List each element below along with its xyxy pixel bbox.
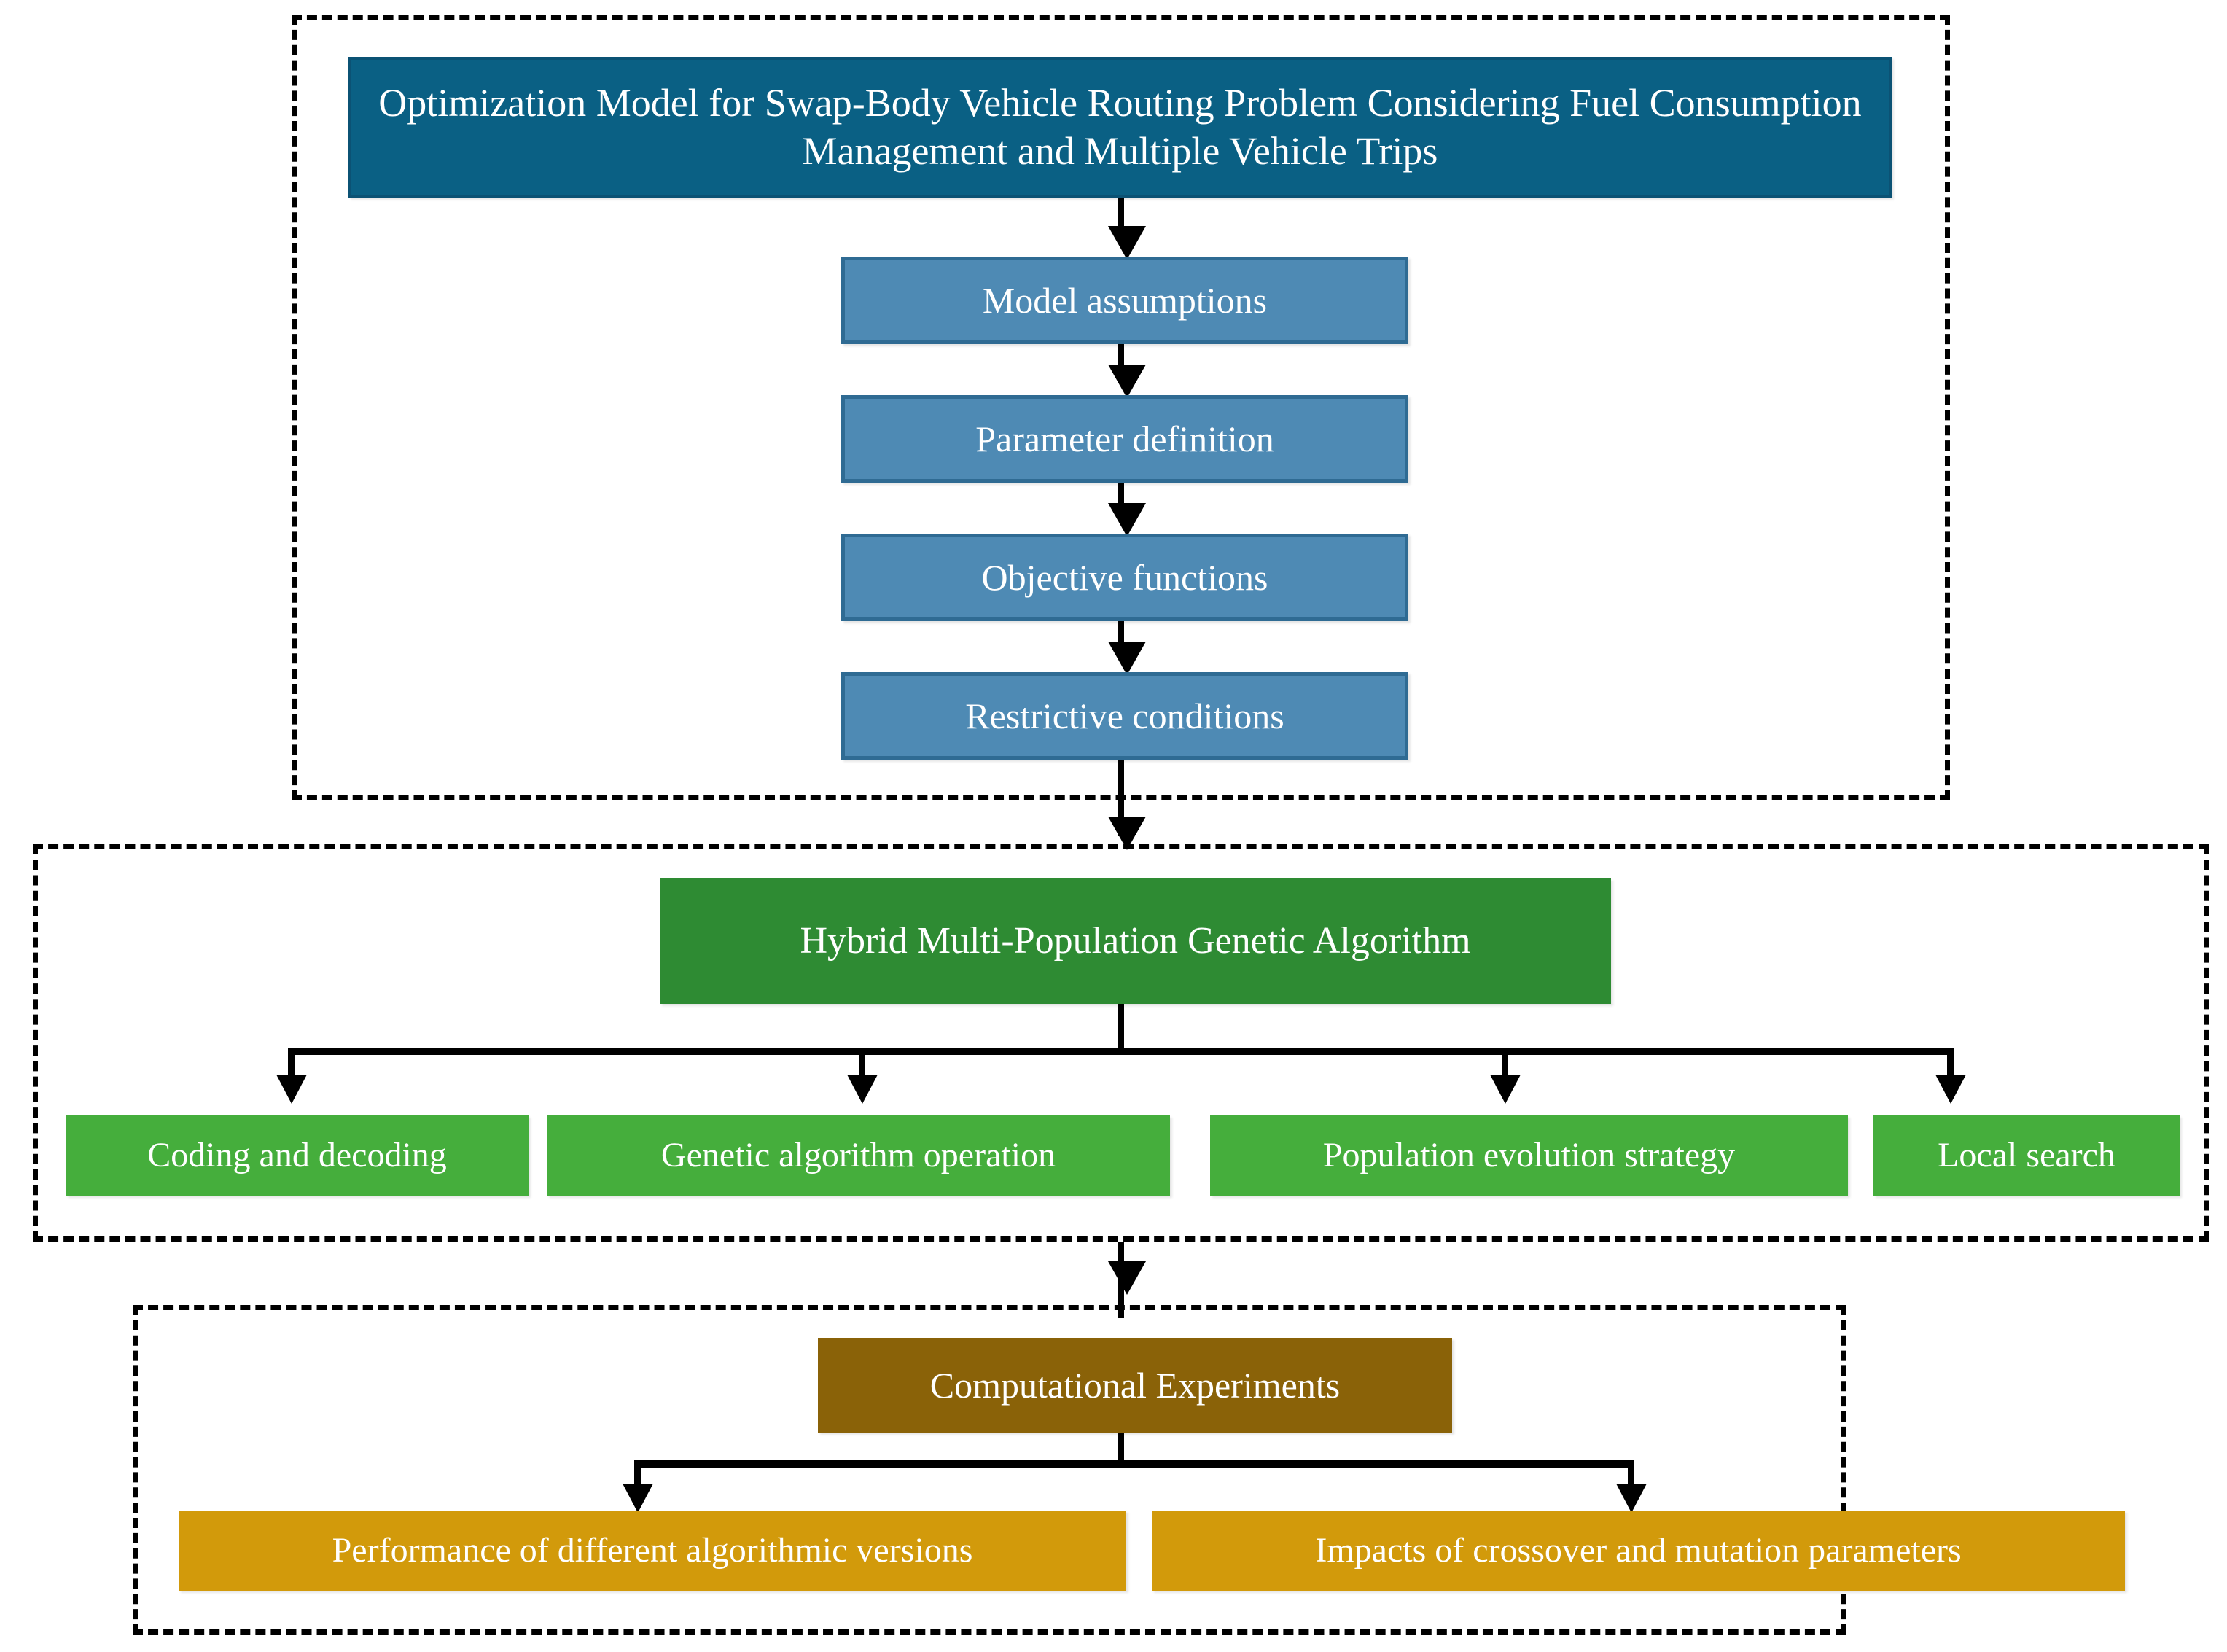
- node-computational-experiments-title[interactable]: Computational Experiments: [818, 1338, 1452, 1433]
- connector-parameter-to-objective: [1118, 483, 1124, 515]
- node-objective-functions[interactable]: Objective functions: [841, 534, 1408, 621]
- arrowhead-branch-genetic-operation: [847, 1075, 878, 1104]
- connector-experiments-branch-2: [1628, 1460, 1634, 1493]
- connector-experiments-stem: [1118, 1433, 1124, 1465]
- arrowhead-section2-to-section3: [1108, 1261, 1146, 1295]
- connector-assumptions-to-parameter: [1118, 344, 1124, 377]
- node-performance-of-algorithmic-versions[interactable]: Performance of different algorithmic ver…: [179, 1511, 1126, 1591]
- arrowhead-assumptions-to-parameter: [1108, 365, 1146, 398]
- arrowhead-branch-population-evolution: [1490, 1075, 1521, 1104]
- node-coding-and-decoding[interactable]: Coding and decoding: [66, 1115, 529, 1196]
- arrowhead-title-to-assumptions: [1108, 226, 1146, 260]
- arrowhead-parameter-to-objective: [1108, 503, 1146, 537]
- node-model-assumptions[interactable]: Model assumptions: [841, 257, 1408, 344]
- node-optimization-model-title[interactable]: Optimization Model for Swap-Body Vehicle…: [348, 57, 1892, 198]
- arrowhead-branch-coding: [276, 1075, 307, 1104]
- node-restrictive-conditions[interactable]: Restrictive conditions: [841, 672, 1408, 760]
- connector-title-to-assumptions: [1118, 198, 1124, 235]
- connector-experiments-branch-1: [634, 1460, 641, 1493]
- section-frame-experiments: [133, 1305, 1846, 1635]
- node-impacts-of-crossover-and-mutation[interactable]: Impacts of crossover and mutation parame…: [1152, 1511, 2125, 1591]
- connector-mpga-distributor: [288, 1048, 1954, 1055]
- connector-objective-to-restrictive: [1118, 621, 1124, 654]
- node-parameter-definition[interactable]: Parameter definition: [841, 395, 1408, 483]
- connector-mpga-stem: [1118, 1004, 1124, 1052]
- connector-section1-to-section2: [1118, 760, 1124, 836]
- connector-mpga-branch-2: [859, 1048, 865, 1084]
- connector-mpga-branch-3: [1502, 1048, 1508, 1084]
- connector-experiments-distributor: [634, 1460, 1634, 1468]
- connector-mpga-branch-1: [288, 1048, 295, 1084]
- node-genetic-algorithm-operation[interactable]: Genetic algorithm operation: [547, 1115, 1170, 1196]
- node-hybrid-mpga-title[interactable]: Hybrid Multi-Population Genetic Algorith…: [660, 878, 1611, 1004]
- arrowhead-branch-crossover-mutation: [1616, 1484, 1647, 1513]
- arrowhead-branch-performance-versions: [623, 1484, 653, 1513]
- node-population-evolution-strategy[interactable]: Population evolution strategy: [1210, 1115, 1848, 1196]
- arrowhead-objective-to-restrictive: [1108, 642, 1146, 675]
- connector-mpga-branch-4: [1947, 1048, 1954, 1084]
- arrowhead-branch-local-search: [1935, 1075, 1966, 1104]
- node-local-search[interactable]: Local search: [1873, 1115, 2180, 1196]
- section-frame-algorithm: [33, 844, 2209, 1242]
